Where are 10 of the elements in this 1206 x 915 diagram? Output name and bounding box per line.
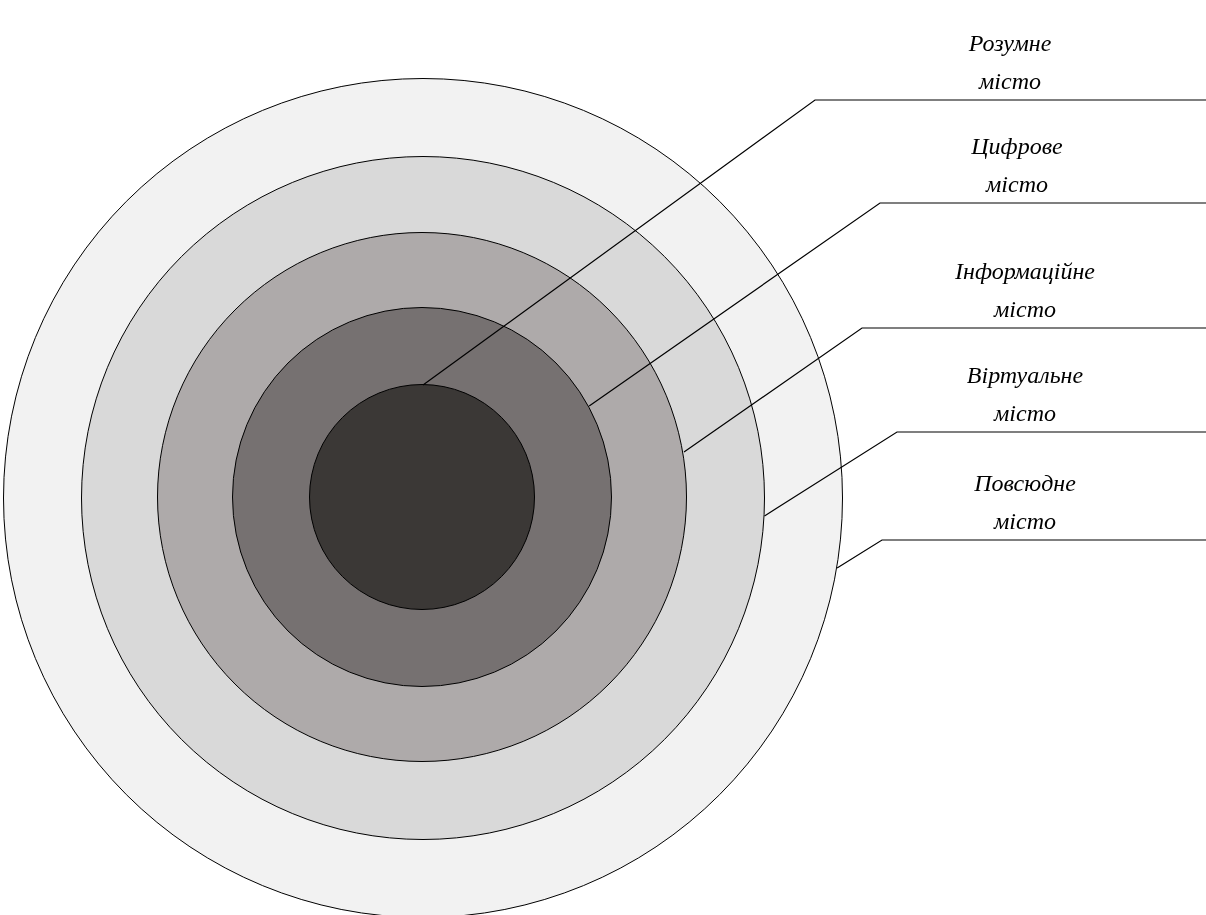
ring-label: Інформаційне місто — [955, 252, 1095, 328]
ring-label: Цифрове місто — [971, 127, 1063, 203]
ring-label: Повсюдне місто — [974, 464, 1076, 540]
ring-label: Розумне місто — [968, 24, 1052, 100]
leader-line — [836, 539, 1206, 569]
leader-line — [763, 431, 1206, 517]
leader-line — [588, 202, 1206, 407]
ring-label: Віртуальне місто — [966, 356, 1084, 432]
leader-line — [422, 99, 1206, 386]
leader-line — [683, 327, 1206, 453]
